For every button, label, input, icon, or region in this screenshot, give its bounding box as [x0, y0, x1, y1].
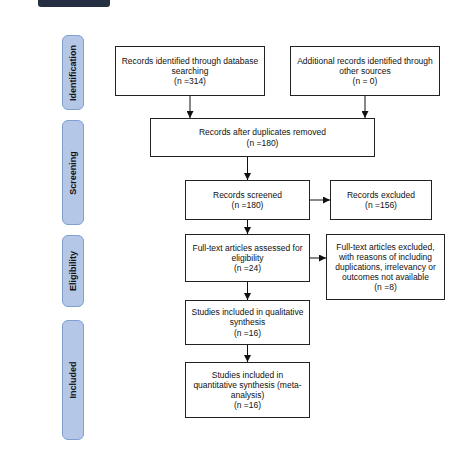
- box-text-group: Records screened(n =180): [191, 190, 304, 210]
- count-text: (n =8): [332, 282, 439, 292]
- process-box: Records screened(n =180): [185, 180, 310, 220]
- box-text-group: Full-text articles assessed for eligibil…: [191, 243, 304, 274]
- count-text: (n =180): [156, 138, 369, 148]
- count-text: (n =16): [191, 400, 304, 410]
- box-text-group: Records excluded(n =156): [336, 190, 426, 210]
- phase-band: Eligibility: [62, 235, 84, 307]
- phase-band: Screening: [62, 120, 84, 225]
- process-box: Studies included in qualitative synthesi…: [185, 300, 310, 345]
- count-text: (n =24): [191, 263, 304, 273]
- count-text: (n =314): [121, 76, 259, 86]
- process-box: Records identified through database sear…: [115, 46, 265, 96]
- count-text: (n =16): [191, 328, 304, 338]
- flow-arrow: [247, 282, 248, 300]
- phase-label: Eligibility: [68, 251, 78, 291]
- flow-arrow: [247, 220, 248, 234]
- box-text: Additional records identified through ot…: [296, 56, 434, 76]
- flow-arrow: [190, 96, 191, 118]
- count-text: (n = 0): [296, 76, 434, 86]
- box-text-group: Additional records identified through ot…: [296, 56, 434, 87]
- box-text: Records identified through database sear…: [121, 56, 259, 76]
- process-box: Full-text articles excluded, with reason…: [326, 234, 445, 300]
- flow-arrow: [247, 345, 248, 362]
- flow-arrow: [247, 157, 248, 180]
- image-fragment: [38, 0, 110, 7]
- count-text: (n =156): [336, 200, 426, 210]
- box-text-group: Records after duplicates removed(n =180): [156, 127, 369, 147]
- box-text: Records screened: [191, 190, 304, 200]
- phase-band: Included: [62, 320, 84, 440]
- flow-arrow: [310, 258, 326, 259]
- process-box: Full-text articles assessed for eligibil…: [185, 234, 310, 282]
- box-text: Studies included in quantitative synthes…: [191, 370, 304, 401]
- count-text: (n =180): [191, 200, 304, 210]
- phase-label: Screening: [68, 151, 78, 195]
- box-text: Records after duplicates removed: [156, 127, 369, 137]
- process-box: Records after duplicates removed(n =180): [150, 118, 375, 157]
- process-box: Studies included in quantitative synthes…: [185, 362, 310, 418]
- box-text: Full-text articles assessed for eligibil…: [191, 243, 304, 263]
- phase-label: Included: [68, 361, 78, 398]
- flow-arrow: [365, 96, 366, 118]
- box-text-group: Studies included in quantitative synthes…: [191, 370, 304, 411]
- process-box: Additional records identified through ot…: [290, 46, 440, 96]
- phase-band: Identification: [62, 35, 84, 110]
- phase-label: Identification: [68, 45, 78, 101]
- box-text-group: Records identified through database sear…: [121, 56, 259, 87]
- box-text: Records excluded: [336, 190, 426, 200]
- process-box: Records excluded(n =156): [330, 180, 432, 220]
- box-text-group: Full-text articles excluded, with reason…: [332, 242, 439, 293]
- box-text: Studies included in qualitative synthesi…: [191, 307, 304, 327]
- flow-arrow: [310, 200, 330, 201]
- box-text: Full-text articles excluded, with reason…: [332, 242, 439, 283]
- box-text-group: Studies included in qualitative synthesi…: [191, 307, 304, 338]
